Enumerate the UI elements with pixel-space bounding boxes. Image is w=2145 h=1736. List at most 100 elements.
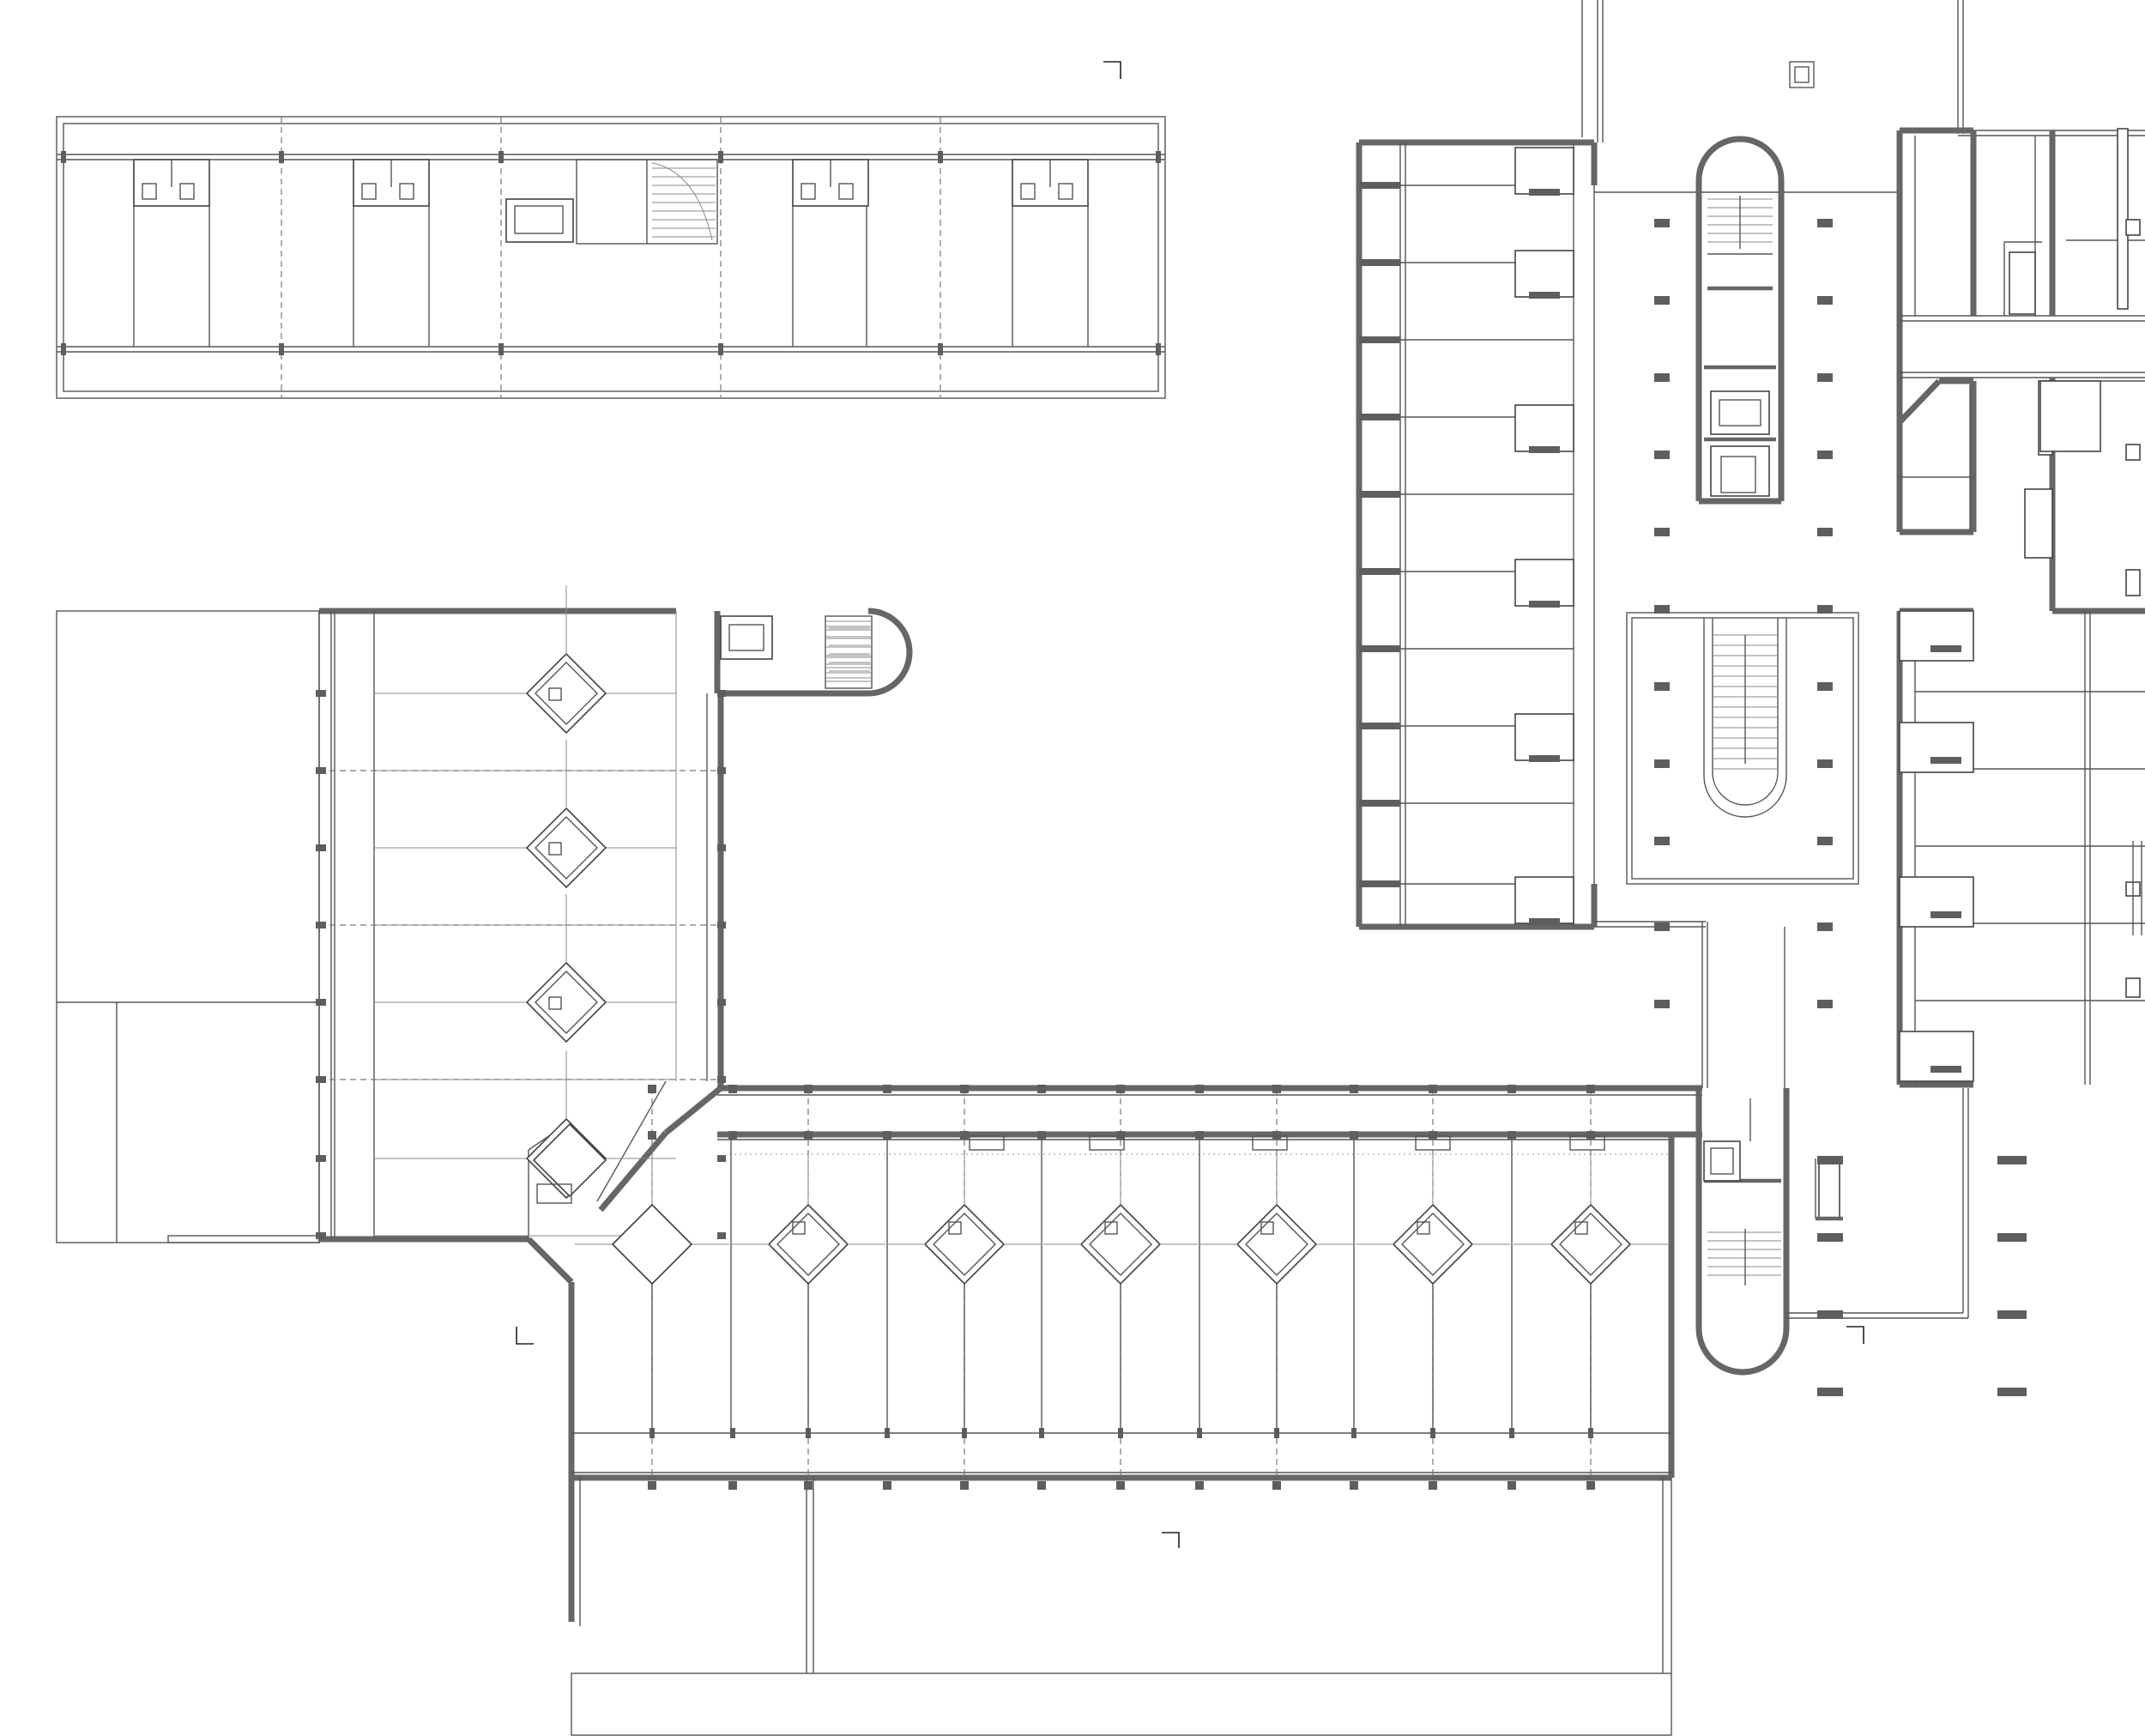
east-corridor-column — [1817, 922, 1833, 931]
east-facade-column — [1359, 414, 1400, 420]
south-wing-column — [1508, 1481, 1516, 1490]
east-east-unit-bath — [1899, 722, 1974, 773]
upper-bar-column — [718, 151, 723, 163]
upper-bar-column — [498, 343, 504, 355]
west-wing-corner-fixture — [536, 1183, 572, 1204]
east-unit-wall — [1930, 911, 1961, 918]
upper-bar-wc-fixture — [399, 183, 414, 200]
south-wing-column — [883, 1085, 891, 1093]
east-facade-column — [1359, 880, 1400, 887]
east-west-unit-bath — [1514, 250, 1574, 298]
east-west-unit-bath — [1514, 559, 1574, 607]
upper-bar-wc-fixture — [179, 183, 195, 200]
west-wing-diamond-pod — [525, 807, 607, 889]
south-wing-column — [1508, 1085, 1516, 1093]
west-wing-corner-pod — [532, 1122, 607, 1198]
east-corridor-column — [1817, 296, 1833, 305]
south-wing-column — [1272, 1481, 1281, 1490]
east-unit-wall — [1930, 757, 1961, 764]
south-wing-bench — [1252, 1135, 1288, 1151]
south-wing-column — [960, 1131, 969, 1140]
west-wing-column — [316, 1155, 326, 1162]
east-unit-wall — [1529, 446, 1560, 453]
south-wing-column — [730, 1428, 735, 1438]
south-wing-bench — [1569, 1135, 1605, 1151]
repeated-plan-elements — [61, 147, 2145, 1490]
east-courtyard-column — [1817, 1233, 1843, 1242]
east-west-unit-bath — [1514, 876, 1574, 924]
south-wing-column — [728, 1481, 737, 1490]
east-corridor-column — [1654, 296, 1670, 305]
south-wing-diamond-inner — [1245, 1213, 1308, 1276]
east-corridor-column — [1654, 451, 1670, 459]
west-wing-column — [316, 999, 326, 1006]
upper-bar-stair-winder — [651, 162, 713, 241]
upper-bar-column — [61, 151, 66, 163]
south-wing-column — [1429, 1481, 1437, 1490]
east-courtyard-column — [1997, 1388, 2027, 1396]
south-wing-diamond-pod — [1079, 1203, 1162, 1285]
upper-bar-column — [61, 343, 66, 355]
west-wing-column — [717, 690, 726, 697]
east-west-unit-bath — [1514, 404, 1574, 452]
south-wing-column — [1429, 1131, 1437, 1140]
east-east-unit-bath — [1899, 610, 1974, 662]
south-wing-column — [960, 1481, 969, 1490]
south-wing-pod-fixture — [792, 1221, 806, 1235]
south-wing-diamond-inner — [1401, 1213, 1465, 1276]
south-wing-column — [728, 1085, 737, 1093]
south-wing-column — [1195, 1085, 1204, 1093]
upper-bar-column — [938, 151, 943, 163]
south-wing-column — [1350, 1085, 1358, 1093]
east-west-unit-bath — [1514, 147, 1574, 195]
south-wing-bench — [969, 1135, 1005, 1151]
west-wing-column — [316, 1232, 326, 1239]
east-block-building — [1356, 0, 2145, 1376]
west-wing-column — [717, 844, 726, 851]
south-wing-column — [1586, 1131, 1595, 1140]
upper-left-bar-building — [56, 116, 1166, 399]
east-east-unit-bath — [1899, 1031, 1974, 1082]
west-wing-column — [316, 690, 326, 697]
south-wing-pod-fixture — [1574, 1221, 1588, 1235]
east-corridor-column — [1817, 219, 1833, 227]
south-wing-column — [883, 1481, 891, 1490]
east-courtyard-column — [1997, 1310, 2027, 1319]
south-wing-pod-fixture — [1104, 1221, 1118, 1235]
east-facade-column — [1359, 723, 1400, 729]
south-wing-pod-fixture — [948, 1221, 962, 1235]
east-unit-wall — [1529, 601, 1560, 608]
east-facade-column — [1359, 568, 1400, 575]
south-wing-diamond-pod — [767, 1203, 849, 1285]
south-wing-column — [1116, 1085, 1125, 1093]
south-wing-pod-fixture — [1260, 1221, 1274, 1235]
east-courtyard-column — [1817, 1156, 1843, 1164]
upper-bar-column — [498, 151, 504, 163]
upper-bar-column — [938, 343, 943, 355]
west-wing-column — [717, 1076, 726, 1083]
south-wing-diamond-inner — [1089, 1213, 1152, 1276]
east-facade-column — [1359, 800, 1400, 807]
south-wing-corner-pod — [611, 1203, 693, 1285]
east-corridor-column — [1654, 922, 1670, 931]
south-wing-column — [1586, 1085, 1595, 1093]
east-corridor-column — [1654, 373, 1670, 382]
west-wing-column — [717, 922, 726, 928]
east-corridor-column — [1817, 528, 1833, 536]
west-wing-column — [717, 767, 726, 774]
west-wing-column — [717, 999, 726, 1006]
south-wing-building — [571, 1085, 1702, 1736]
south-wing-diamond-pod — [1550, 1203, 1632, 1285]
registration-marks — [516, 61, 1864, 1548]
east-facade-column — [1359, 336, 1400, 343]
south-wing-column — [648, 1131, 656, 1140]
west-wing-pod-fixture — [548, 996, 562, 1010]
east-courtyard-column — [1997, 1156, 2027, 1164]
east-corridor-column — [1817, 837, 1833, 845]
east-unit-wall — [1529, 189, 1560, 196]
upper-bar-wc-fixture — [361, 183, 377, 200]
west-wing-column — [316, 767, 326, 774]
east-corridor-column — [1654, 837, 1670, 845]
south-wing-column — [1037, 1085, 1046, 1093]
